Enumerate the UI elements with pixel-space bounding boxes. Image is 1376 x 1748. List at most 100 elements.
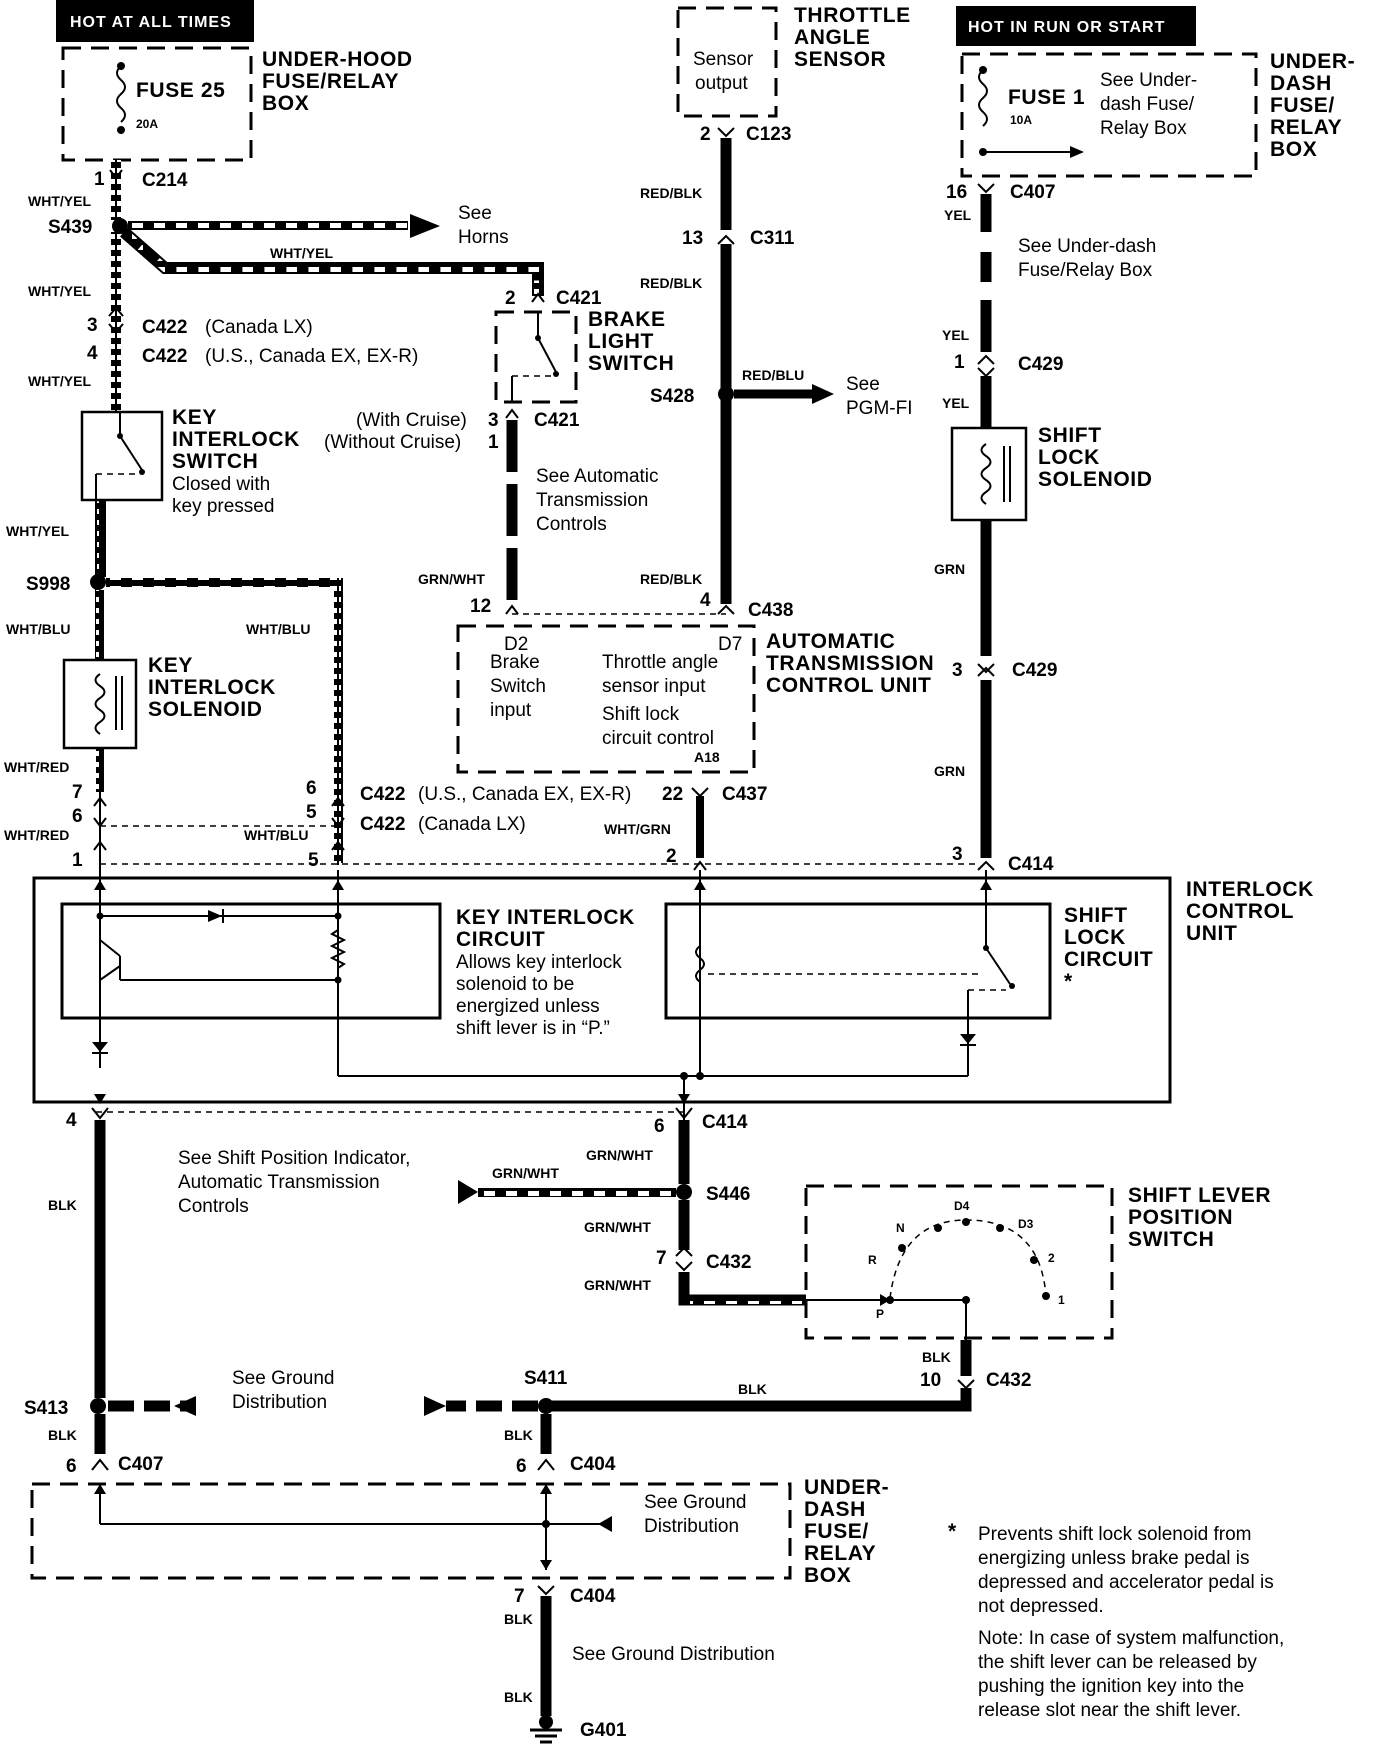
wire-grn-wht-center: GRN/WHT S446 GRN/WHT See Shift Position … <box>178 1120 806 1306</box>
svg-text:S998: S998 <box>26 574 70 595</box>
wire-red-blk: 2 C123 RED/BLK 13 C311 RED/BLK S428 RED/… <box>640 124 913 621</box>
wire-label: WHT/YEL <box>28 193 91 209</box>
svg-text:FUSE 1: FUSE 1 <box>1008 86 1085 109</box>
svg-text:circuit control: circuit control <box>602 728 714 749</box>
svg-text:6: 6 <box>654 1116 665 1137</box>
wire-label: WHT/RED <box>4 827 69 843</box>
svg-text:Switch: Switch <box>490 676 546 697</box>
svg-text:1: 1 <box>94 169 105 190</box>
svg-text:input: input <box>490 700 532 721</box>
svg-text:GRN/WHT: GRN/WHT <box>492 1165 559 1181</box>
svg-text:C422: C422 <box>142 317 187 338</box>
svg-text:dash Fuse/: dash Fuse/ <box>1100 94 1195 115</box>
svg-text:2: 2 <box>666 846 677 867</box>
svg-text:20A: 20A <box>136 117 158 131</box>
svg-text:key pressed: key pressed <box>172 496 274 517</box>
svg-text:See Under-dash: See Under-dash <box>1018 236 1156 257</box>
svg-text:SHIFT: SHIFT <box>1064 904 1128 927</box>
svg-text:D7: D7 <box>718 634 742 655</box>
svg-text:TRANSMISSION: TRANSMISSION <box>766 652 934 675</box>
svg-text:SWITCH: SWITCH <box>1128 1228 1214 1251</box>
svg-text:RED/BLU: RED/BLU <box>742 367 804 383</box>
svg-text:DASH: DASH <box>1270 72 1332 95</box>
svg-text:BRAKE: BRAKE <box>588 308 666 331</box>
svg-text:SENSOR: SENSOR <box>794 48 886 71</box>
svg-text:C123: C123 <box>746 124 791 145</box>
hot-in-run-header: HOT IN RUN OR START <box>956 6 1196 46</box>
svg-text:3: 3 <box>87 315 98 336</box>
wire-label: WHT/YEL <box>28 283 91 299</box>
svg-text:3: 3 <box>488 410 499 431</box>
svg-text:D3: D3 <box>1018 1217 1034 1231</box>
wire-wht-yel <box>96 160 121 577</box>
svg-text:See: See <box>846 374 880 395</box>
svg-text:SWITCH: SWITCH <box>172 450 258 473</box>
svg-text:4: 4 <box>66 1110 77 1131</box>
svg-text:C414: C414 <box>1008 854 1054 875</box>
svg-text:BLK: BLK <box>504 1611 533 1627</box>
wire-label: WHT/BLU <box>246 621 311 637</box>
wire-label: WHT/RED <box>4 759 69 775</box>
hot-at-all-times-header: HOT AT ALL TIMES <box>56 0 254 42</box>
connector-c414-bottom: 4 6 C414 <box>66 1107 748 1137</box>
svg-text:CONTROL: CONTROL <box>1186 900 1294 923</box>
svg-text:Distribution: Distribution <box>644 1516 739 1537</box>
svg-text:CIRCUIT: CIRCUIT <box>1064 948 1153 971</box>
svg-text:AUTOMATIC: AUTOMATIC <box>766 630 895 653</box>
svg-text:7: 7 <box>72 782 83 803</box>
svg-text:energized unless: energized unless <box>456 996 600 1017</box>
svg-text:3: 3 <box>952 844 963 865</box>
svg-text:1: 1 <box>954 352 965 373</box>
svg-text:GRN/WHT: GRN/WHT <box>418 571 485 587</box>
svg-text:D2: D2 <box>504 634 528 655</box>
svg-text:WHT/GRN: WHT/GRN <box>604 821 671 837</box>
svg-text:1: 1 <box>1058 1293 1065 1307</box>
svg-text:pushing the ignition key into: pushing the ignition key into the <box>978 1676 1244 1697</box>
footnotes: * Prevents shift lock solenoid from ener… <box>948 1520 1284 1721</box>
wire-yel-grn: 16 C407 YEL See Under-dash Fuse/Relay Bo… <box>942 182 1156 428</box>
svg-text:22: 22 <box>662 784 683 805</box>
svg-text:Brake: Brake <box>490 652 540 673</box>
svg-text:Prevents shift lock solenoid f: Prevents shift lock solenoid from <box>978 1524 1252 1545</box>
svg-text:C421: C421 <box>556 288 602 309</box>
svg-text:BLK: BLK <box>922 1349 951 1365</box>
svg-text:SOLENOID: SOLENOID <box>1038 468 1152 491</box>
svg-text:FUSE/: FUSE/ <box>1270 94 1335 117</box>
svg-text:YEL: YEL <box>942 327 970 343</box>
svg-text:INTERLOCK: INTERLOCK <box>172 428 300 451</box>
svg-text:(U.S., Canada EX, EX-R): (U.S., Canada EX, EX-R) <box>205 346 418 367</box>
svg-text:(U.S., Canada EX, EX-R): (U.S., Canada EX, EX-R) <box>418 784 631 805</box>
svg-text:BOX: BOX <box>1270 138 1317 161</box>
svg-text:C421: C421 <box>534 410 580 431</box>
interlock-control-unit: INTERLOCK CONTROL UNIT KEY INTERLOCK CIR… <box>32 870 1313 1120</box>
svg-text:RED/BLK: RED/BLK <box>640 185 702 201</box>
svg-text:Transmission: Transmission <box>536 490 648 511</box>
svg-text:10A: 10A <box>1010 113 1032 127</box>
svg-text:See Ground: See Ground <box>644 1492 746 1513</box>
svg-text:4: 4 <box>87 343 98 364</box>
svg-text:SOLENOID: SOLENOID <box>148 698 262 721</box>
svg-text:sensor input: sensor input <box>602 676 706 697</box>
svg-text:output: output <box>695 73 749 94</box>
svg-text:UNIT: UNIT <box>1186 922 1237 945</box>
wire-label: WHT/BLU <box>244 827 309 843</box>
svg-text:Automatic Transmission: Automatic Transmission <box>178 1172 380 1193</box>
svg-text:C429: C429 <box>1018 354 1063 375</box>
svg-text:13: 13 <box>682 228 703 249</box>
svg-text:Relay Box: Relay Box <box>1100 118 1187 139</box>
svg-text:C432: C432 <box>706 1252 751 1273</box>
svg-text:SWITCH: SWITCH <box>588 352 674 375</box>
svg-text:2: 2 <box>700 124 711 145</box>
svg-text:*: * <box>1064 970 1073 993</box>
svg-text:RELAY: RELAY <box>1270 116 1342 139</box>
svg-text:1: 1 <box>488 432 499 453</box>
connector-c422-top: 3 4 C422 (Canada LX) C422 (U.S., Canada … <box>87 306 418 367</box>
svg-text:not depressed.: not depressed. <box>978 1596 1104 1617</box>
svg-text:SHIFT LEVER: SHIFT LEVER <box>1128 1184 1271 1207</box>
svg-text:(Canada LX): (Canada LX) <box>418 814 526 835</box>
svg-text:Distribution: Distribution <box>232 1392 327 1413</box>
svg-text:2: 2 <box>505 288 516 309</box>
svg-text:depressed and accelerator peda: depressed and accelerator pedal is <box>978 1572 1274 1593</box>
svg-text:BOX: BOX <box>262 92 309 115</box>
